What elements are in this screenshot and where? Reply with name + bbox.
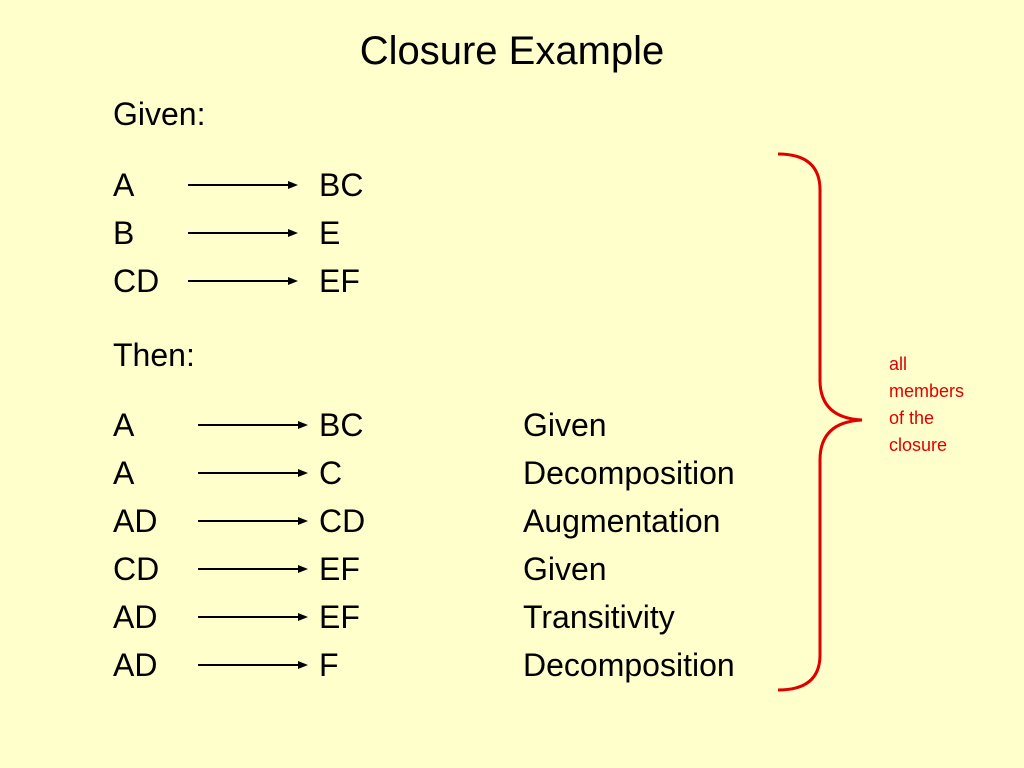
right-arrow-icon bbox=[188, 229, 298, 237]
inference-rule: Given bbox=[523, 551, 607, 587]
inference-rule: Augmentation bbox=[523, 503, 721, 539]
inference-rule: Decomposition bbox=[523, 647, 735, 683]
derived-dependencies: A BC Given A C Decomposition AD CD A bbox=[113, 405, 813, 693]
inference-rule: Decomposition bbox=[523, 455, 735, 491]
derived-row: AD CD Augmentation bbox=[113, 501, 813, 549]
right-arrow-icon bbox=[198, 421, 308, 429]
fd-rhs: C bbox=[319, 455, 343, 491]
given-heading: Given: bbox=[113, 96, 206, 132]
inference-rule: Transitivity bbox=[523, 599, 675, 635]
fd-lhs: CD bbox=[113, 263, 160, 299]
closure-note: all members of the closure bbox=[889, 351, 999, 459]
fd-rhs: F bbox=[319, 647, 339, 683]
fd-lhs: AD bbox=[113, 599, 158, 635]
right-arrow-icon bbox=[198, 661, 308, 669]
right-arrow-icon bbox=[188, 277, 298, 285]
fd-lhs: A bbox=[113, 407, 135, 443]
fd-lhs: AD bbox=[113, 647, 158, 683]
fd-lhs: CD bbox=[113, 551, 160, 587]
derived-row: AD EF Transitivity bbox=[113, 597, 813, 645]
closure-note-line: all bbox=[889, 354, 908, 374]
given-row: CD EF bbox=[113, 261, 813, 309]
derived-row: A C Decomposition bbox=[113, 453, 813, 501]
fd-lhs: B bbox=[113, 215, 135, 251]
fd-rhs: EF bbox=[319, 263, 360, 299]
fd-lhs: A bbox=[113, 455, 135, 491]
fd-rhs: EF bbox=[319, 599, 360, 635]
derived-row: A BC Given bbox=[113, 405, 813, 453]
fd-lhs: A bbox=[113, 167, 135, 203]
given-dependencies: A BC B E CD EF bbox=[113, 165, 813, 309]
then-heading: Then: bbox=[113, 337, 195, 373]
derived-row: CD EF Given bbox=[113, 549, 813, 597]
right-arrow-icon bbox=[198, 613, 308, 621]
slide-title: Closure Example bbox=[359, 29, 665, 73]
right-arrow-icon bbox=[198, 517, 308, 525]
fd-rhs: BC bbox=[319, 167, 364, 203]
fd-rhs: EF bbox=[319, 551, 360, 587]
right-arrow-icon bbox=[188, 181, 298, 189]
fd-rhs: CD bbox=[319, 503, 366, 539]
derived-row: AD F Decomposition bbox=[113, 645, 813, 693]
fd-lhs: AD bbox=[113, 503, 158, 539]
closure-note-line: closure bbox=[889, 435, 948, 455]
given-row: B E bbox=[113, 213, 813, 261]
fd-rhs: BC bbox=[319, 407, 364, 443]
right-arrow-icon bbox=[198, 469, 308, 477]
given-row: A BC bbox=[113, 165, 813, 213]
right-curly-brace bbox=[777, 152, 863, 692]
closure-note-line: of the bbox=[889, 408, 935, 428]
fd-rhs: E bbox=[319, 215, 341, 251]
inference-rule: Given bbox=[523, 407, 607, 443]
right-arrow-icon bbox=[198, 565, 308, 573]
closure-note-line: members bbox=[889, 381, 965, 401]
